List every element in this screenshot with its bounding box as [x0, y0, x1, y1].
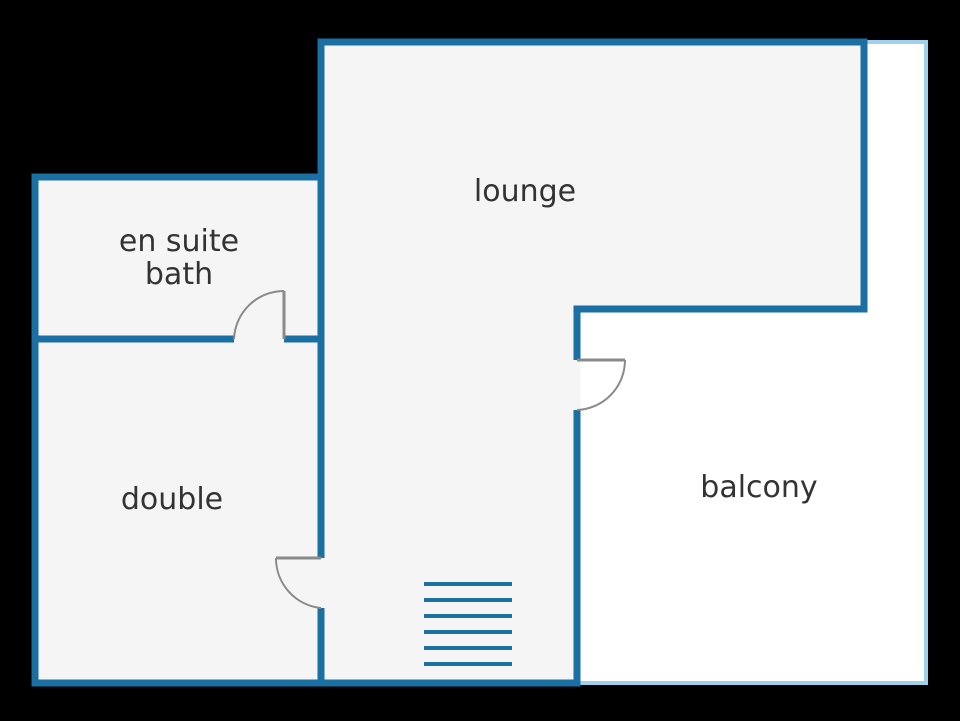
en-suite-floor — [35, 177, 321, 339]
room-label-balcony: balcony — [700, 470, 817, 505]
room-label-lounge: lounge — [474, 174, 576, 209]
lounge-floor — [321, 42, 864, 683]
outer-wall — [31, 38, 868, 687]
room-label-double: double — [121, 482, 223, 517]
door-en-suite[interactable] — [233, 289, 286, 343]
door-double[interactable] — [274, 556, 325, 609]
stairs-icon — [424, 582, 512, 666]
room-label-en-suite-line2: bath — [145, 257, 213, 292]
door-balcony[interactable] — [573, 358, 627, 411]
double-floor — [35, 339, 321, 683]
room-label-en-suite-line1: en suite — [119, 224, 239, 259]
